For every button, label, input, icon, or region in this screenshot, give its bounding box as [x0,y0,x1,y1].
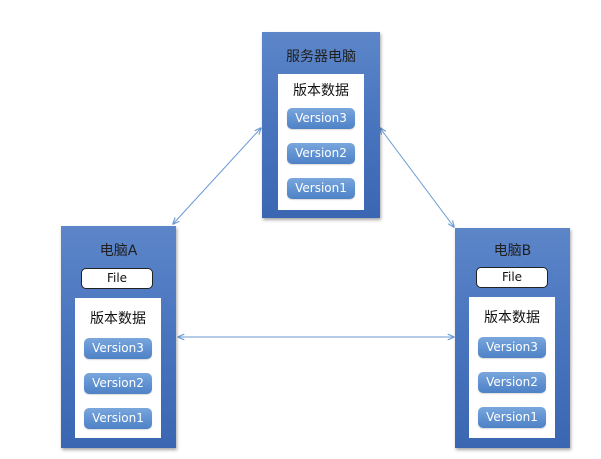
computer-b-version3: Version3 [478,337,546,358]
arrow-server-to-b [380,128,454,227]
computer-a-node: 电脑A File 版本数据 Version3 Version2 Version1 [61,226,176,448]
computer-b-version2: Version2 [478,372,546,393]
computer-a-panel-title: 版本数据 [90,311,146,327]
server-version3: Version3 [287,108,355,129]
computer-b-version-panel: 版本数据 Version3 Version2 Version1 [469,297,555,438]
computer-a-version-panel: 版本数据 Version3 Version2 Version1 [75,298,161,438]
server-node: 服务器电脑 版本数据 Version3 Version2 Version1 [262,32,380,218]
arrow-server-to-a [173,128,261,224]
computer-b-version1: Version1 [478,407,546,428]
computer-b-title: 电脑B [493,243,532,259]
computer-a-file: File [81,268,153,289]
server-panel-title: 版本数据 [293,83,349,99]
computer-b-node: 电脑B File 版本数据 Version3 Version2 Version1 [455,228,570,448]
computer-a-version3: Version3 [84,338,152,359]
server-version1: Version1 [287,178,355,199]
computer-b-file: File [476,267,548,288]
computer-a-version2: Version2 [84,373,152,394]
computer-b-panel-title: 版本数据 [484,310,540,326]
server-version2: Version2 [287,143,355,164]
computer-a-version1: Version1 [84,408,152,429]
server-version-panel: 版本数据 Version3 Version2 Version1 [278,74,364,210]
computer-a-title: 电脑A [99,243,138,259]
server-title: 服务器电脑 [286,49,356,65]
